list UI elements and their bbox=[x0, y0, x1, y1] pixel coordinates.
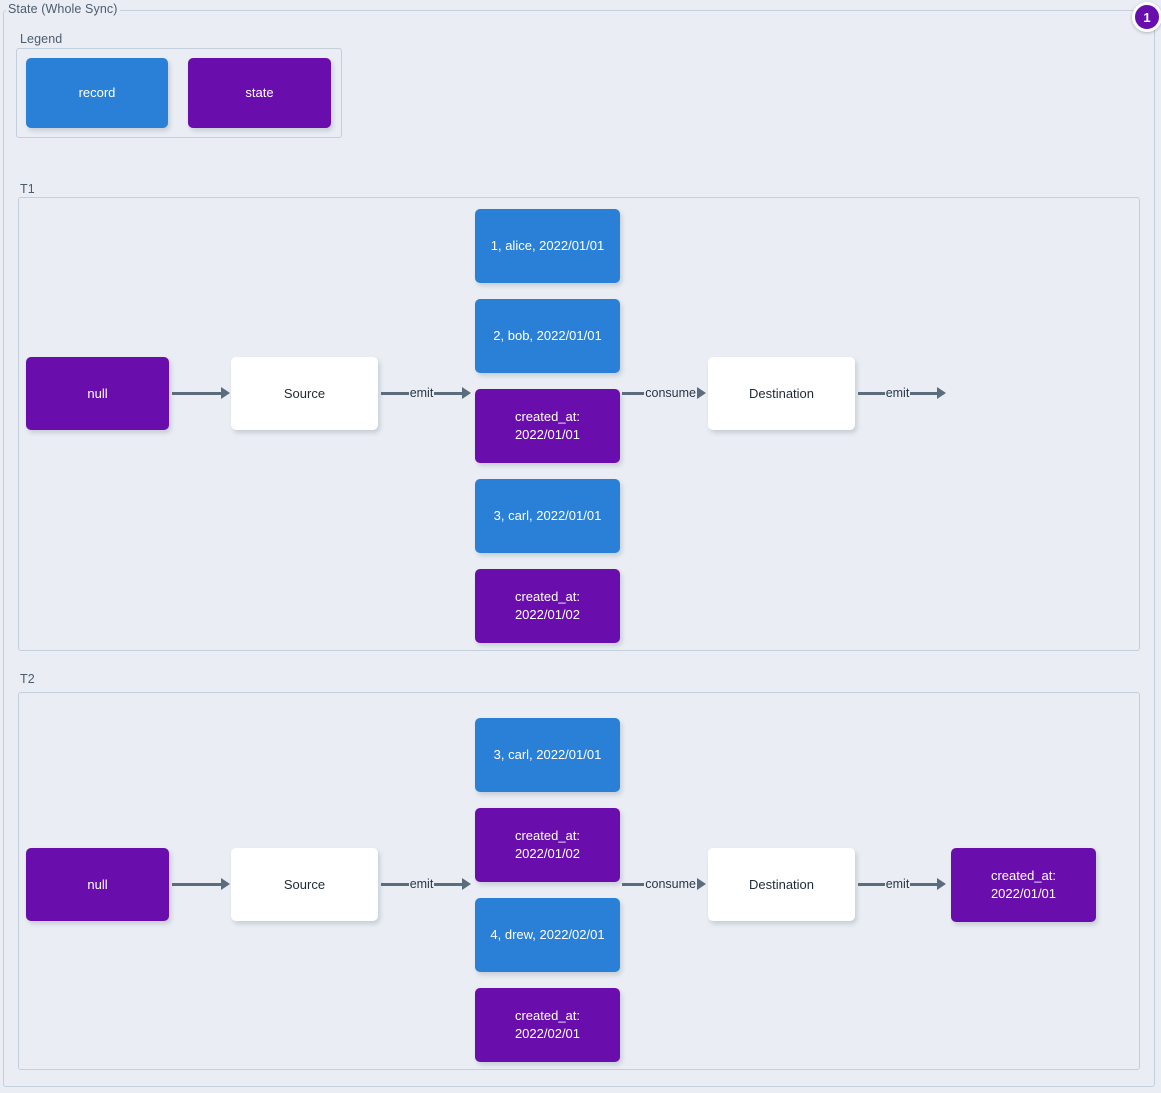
arrow-line bbox=[381, 882, 409, 886]
section-frame-t2 bbox=[18, 692, 1140, 1070]
arrow-line bbox=[434, 391, 462, 395]
legend-swatch-record: record bbox=[26, 58, 168, 128]
arrow-label-emit: emit bbox=[409, 386, 434, 400]
t1-source-node: Source bbox=[231, 357, 378, 430]
t2-message-0: 3, carl, 2022/01/01 bbox=[475, 718, 620, 792]
arrow-label-emit: emit bbox=[885, 877, 910, 891]
arrow-line bbox=[172, 391, 221, 395]
t2-message-2: 4, drew, 2022/02/01 bbox=[475, 898, 620, 972]
legend-label: Legend bbox=[18, 32, 66, 46]
t1-initial-state-node: null bbox=[26, 357, 169, 430]
t2-message-3: created_at: 2022/02/01 bbox=[475, 988, 620, 1062]
arrow-head-icon bbox=[937, 878, 946, 890]
t2-arrow-consume: consume bbox=[622, 873, 706, 895]
arrow-label-emit: emit bbox=[885, 386, 910, 400]
t1-arrow-emit-destination: emit bbox=[858, 382, 946, 404]
t2-source-node: Source bbox=[231, 848, 378, 921]
arrow-line bbox=[381, 391, 409, 395]
arrow-head-icon bbox=[697, 387, 706, 399]
t1-message-3: 3, carl, 2022/01/01 bbox=[475, 479, 620, 553]
arrow-head-icon bbox=[462, 878, 471, 890]
t1-arrow-emit-source: emit bbox=[381, 382, 471, 404]
t1-arrow-state-to-source bbox=[172, 382, 230, 404]
t1-destination-node: Destination bbox=[708, 357, 855, 430]
t2-arrow-emit-source: emit bbox=[381, 873, 471, 895]
t1-message-1: 2, bob, 2022/01/01 bbox=[475, 299, 620, 373]
arrow-line bbox=[910, 882, 937, 886]
arrow-line bbox=[858, 391, 885, 395]
page-title: State (Whole Sync) bbox=[6, 2, 121, 16]
arrow-line bbox=[434, 882, 462, 886]
arrow-head-icon bbox=[221, 387, 230, 399]
t2-destination-node: Destination bbox=[708, 848, 855, 921]
arrow-line bbox=[910, 391, 937, 395]
t2-arrow-state-to-source bbox=[172, 873, 230, 895]
status-badge[interactable]: 1 bbox=[1132, 2, 1161, 32]
t1-arrow-consume: consume bbox=[622, 382, 706, 404]
section-label-t2: T2 bbox=[18, 672, 38, 686]
t1-message-4: created_at: 2022/01/02 bbox=[475, 569, 620, 643]
arrow-label-consume: consume bbox=[645, 386, 696, 400]
legend-swatch-state: state bbox=[188, 58, 331, 128]
t1-message-0: 1, alice, 2022/01/01 bbox=[475, 209, 620, 283]
t2-initial-state-node: null bbox=[26, 848, 169, 921]
section-label-t1: T1 bbox=[18, 182, 38, 196]
t2-message-1: created_at: 2022/01/02 bbox=[475, 808, 620, 882]
section-frame-t1 bbox=[18, 197, 1140, 651]
outer-frame bbox=[3, 10, 1155, 1087]
arrow-line bbox=[622, 391, 645, 395]
arrow-head-icon bbox=[462, 387, 471, 399]
arrow-line bbox=[172, 882, 221, 886]
arrow-line bbox=[858, 882, 885, 886]
arrow-label-consume: consume bbox=[645, 877, 696, 891]
arrow-line bbox=[622, 882, 645, 886]
t1-message-2: created_at: 2022/01/01 bbox=[475, 389, 620, 463]
arrow-label-emit: emit bbox=[409, 877, 434, 891]
arrow-head-icon bbox=[937, 387, 946, 399]
arrow-head-icon bbox=[697, 878, 706, 890]
arrow-head-icon bbox=[221, 878, 230, 890]
legend-frame bbox=[16, 48, 342, 138]
t2-final-state-node: created_at: 2022/01/01 bbox=[951, 848, 1096, 922]
t2-arrow-emit-destination: emit bbox=[858, 873, 946, 895]
